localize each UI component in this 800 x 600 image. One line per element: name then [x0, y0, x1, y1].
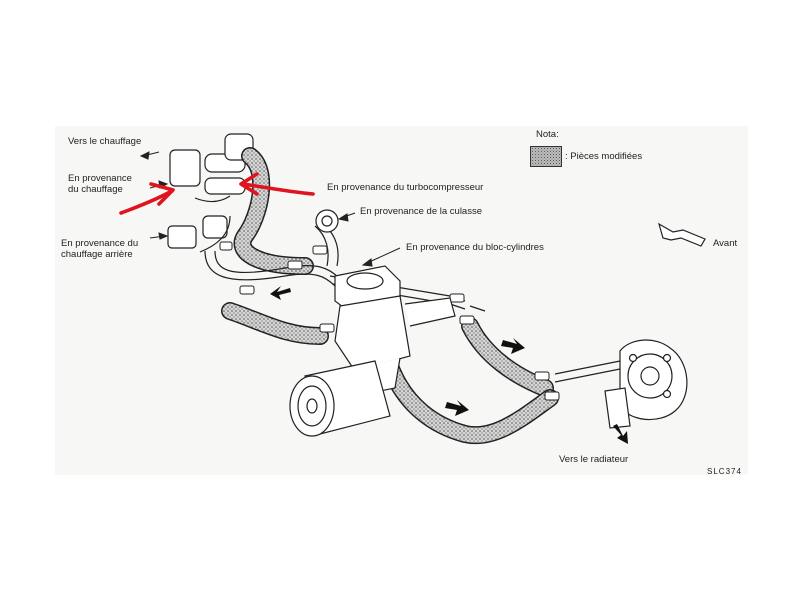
label-provenance-chauffage: En provenance du chauffage — [68, 173, 132, 195]
water-pump-housing — [604, 339, 688, 429]
diagram-scan: Vers le chauffage En provenance du chauf… — [55, 126, 748, 475]
label-provenance-chauffage-arriere-line1: En provenance du — [61, 238, 139, 249]
label-pieces-modifiees: : Pièces modifiées — [565, 151, 643, 162]
label-provenance-chauffage-arriere-line2: chauffage arrière — [61, 249, 133, 260]
label-provenance-turbo: En provenance du turbocompresseur — [327, 182, 484, 193]
flow-arrows — [270, 286, 628, 444]
oil-filter — [289, 360, 391, 437]
label-ref-code: SLC374 — [707, 467, 742, 475]
label-nota: Nota: — [536, 129, 559, 140]
label-provenance-chauffage-line1: En provenance — [68, 173, 132, 184]
label-provenance-chauffage-line2: du chauffage — [68, 184, 123, 195]
label-vers-chauffage: Vers le chauffage — [68, 136, 142, 147]
modified-hoses — [221, 147, 559, 445]
culasse-fitting — [315, 209, 339, 233]
nota-hatch-swatch — [530, 146, 562, 167]
cooling-hose-diagram — [119, 133, 706, 445]
label-leaders — [139, 151, 401, 267]
red-annotation-arrows — [119, 172, 315, 215]
label-provenance-chauffage-arriere: En provenance du chauffage arrière — [61, 238, 138, 260]
label-vers-radiateur: Vers le radiateur — [559, 454, 629, 465]
label-provenance-culasse: En provenance de la culasse — [360, 206, 482, 217]
label-provenance-bloc: En provenance du bloc-cylindres — [406, 242, 544, 253]
avant-arrow — [658, 222, 706, 247]
label-avant: Avant — [713, 238, 738, 249]
